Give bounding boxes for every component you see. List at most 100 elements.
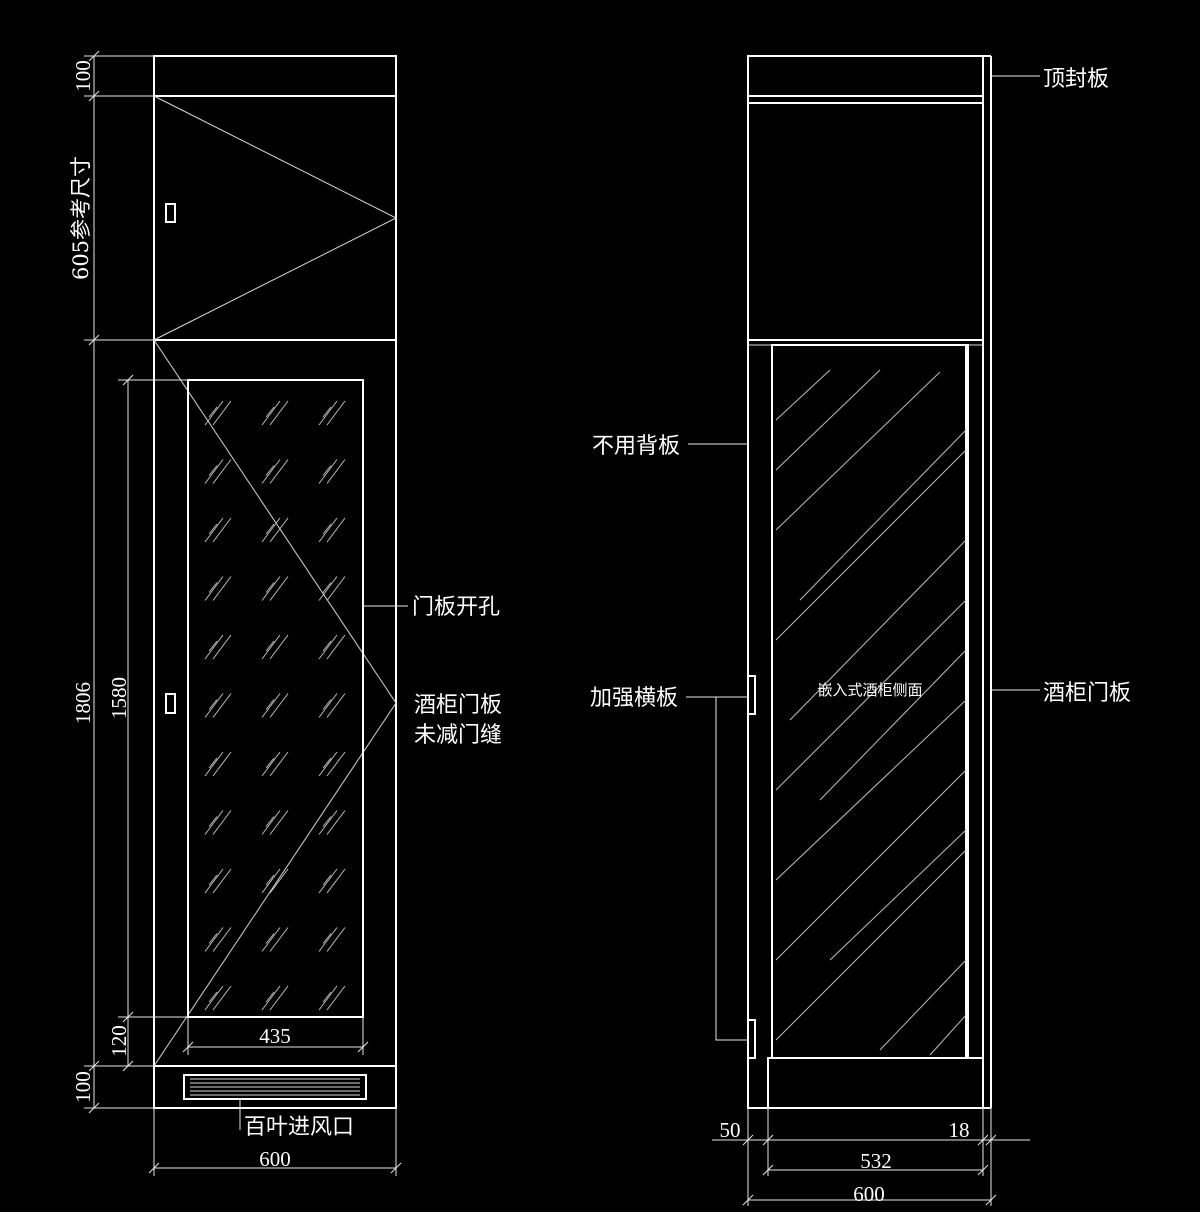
glass-hatch-mark: [269, 985, 289, 1011]
glass-hatch-mark: [261, 459, 281, 484]
side-glass-hatch-mark: [829, 829, 967, 961]
glass-hatch-mark: [265, 523, 275, 535]
side-glass-hatch: [775, 369, 967, 1056]
side-glass-hatch-mark: [775, 369, 831, 421]
dim-total-width: 600: [259, 1147, 291, 1171]
glass-hatch-mark: [326, 459, 346, 484]
label-wine-door-side: 酒柜门板: [1043, 681, 1131, 706]
side-glass-hatch-mark: [819, 649, 967, 801]
glass-hatch-mark: [204, 517, 224, 543]
glass-hatch-mark: [322, 757, 332, 769]
dim-bottom-gap: 120: [107, 1025, 131, 1057]
front-view: 100 605参考尺寸 1806 1580 120 100 435 600 门板…: [69, 50, 502, 1176]
glass-hatch-mark: [269, 693, 289, 718]
glass-hatch-mark: [326, 751, 346, 777]
glass-hatch-mark: [265, 699, 275, 710]
glass-hatch-mark: [318, 576, 338, 601]
reinforce-board-upper: [747, 675, 756, 715]
glass-hatch-mark: [261, 400, 281, 426]
glass-hatch-mark: [326, 693, 346, 718]
glass-hatch-mark: [208, 582, 218, 593]
dim-total-height: 1806: [71, 682, 95, 724]
side-glass-hatch-mark: [775, 849, 967, 1041]
label-wine-door-1: 酒柜门板: [414, 693, 502, 718]
glass-hatch-mark: [322, 406, 332, 418]
dim-inner-width: 532: [860, 1149, 892, 1173]
glass-hatch-mark: [318, 459, 338, 484]
glass-hatch-mark: [269, 517, 289, 543]
glass-hatch-mark: [204, 693, 224, 718]
side-glass-hatch-mark: [775, 369, 881, 471]
glass-hatch-mark: [322, 582, 332, 593]
glass-hatch-mark: [261, 927, 281, 952]
glass-hatch-mark: [318, 634, 338, 660]
glass-hatch-mark: [326, 985, 346, 1011]
glass-hatch-mark: [208, 406, 218, 418]
glass-hatch-mark: [208, 933, 218, 944]
front-cabinet-outline: [153, 55, 397, 1109]
glass-hatch-mark: [326, 810, 346, 835]
glass-hatch-mark: [269, 459, 289, 484]
glass-hatch-mark: [212, 400, 232, 426]
glass-hatch-mark: [208, 757, 218, 769]
dim-upper-reference: 605参考尺寸: [69, 156, 93, 280]
glass-hatch-mark: [326, 634, 346, 660]
glass-hatch-mark: [265, 640, 275, 652]
glass-hatch-mark: [261, 634, 281, 660]
glass-hatch-mark: [265, 465, 275, 476]
glass-hatch-mark: [212, 517, 232, 543]
glass-hatch-mark: [265, 874, 275, 886]
dim-door-height: 1580: [107, 677, 131, 719]
glass-hatch-mark: [212, 576, 232, 601]
upper-door-swing: [153, 95, 398, 341]
glass-hatch-mark: [204, 459, 224, 484]
glass-hatch-mark: [322, 640, 332, 652]
glass-hatch-mark: [204, 400, 224, 426]
glass-hatch-mark: [212, 693, 232, 718]
side-glass-hatch-mark: [775, 599, 967, 791]
side-view: 嵌入式酒柜侧面 顶封板 不用背板 加强横板 酒柜门板: [590, 55, 1131, 1206]
side-glass-hatch-mark: [775, 699, 967, 881]
glass-hatch-mark: [326, 868, 346, 894]
glass-hatch-mark: [204, 810, 224, 835]
glass-hatch-mark: [208, 874, 218, 886]
glass-hatch-mark: [269, 634, 289, 660]
dim-ticks-bottom: [148, 1041, 402, 1174]
glass-hatch-mark: [204, 751, 224, 777]
glass-hatch-mark: [265, 582, 275, 593]
louver-slats: [190, 1078, 360, 1096]
label-reinforce-board: 加强横板: [590, 686, 678, 711]
label-door-hole: 门板开孔: [412, 595, 500, 620]
glass-hatch-mark: [322, 523, 332, 535]
glass-hatch-mark: [269, 400, 289, 426]
side-glass-hatch-mark: [799, 429, 967, 601]
glass-hatch-mark: [212, 927, 232, 952]
glass-hatch-mark: [265, 991, 275, 1003]
glass-hatch-mark: [212, 985, 232, 1011]
dim-top-panel: 100: [71, 60, 95, 92]
reinforce-board-lower: [747, 1019, 756, 1059]
glass-hatch-mark: [318, 868, 338, 894]
label-louver: 百叶进风口: [244, 1115, 354, 1140]
glass-hatch-mark: [212, 459, 232, 484]
label-wine-door-2: 未减门缝: [414, 723, 502, 748]
glass-hatch: [204, 400, 346, 1011]
glass-hatch-mark: [326, 576, 346, 601]
glass-hatch-mark: [318, 751, 338, 777]
glass-hatch-mark: [212, 751, 232, 777]
lower-handle: [165, 693, 176, 714]
label-no-back-panel: 不用背板: [592, 434, 680, 459]
glass-hatch-mark: [265, 406, 275, 418]
glass-hatch-mark: [261, 810, 281, 835]
dim-side-total-width: 600: [853, 1182, 885, 1206]
side-dim-ticks: [742, 1134, 997, 1206]
dim-left-offset: 50: [720, 1118, 741, 1142]
glass-hatch-mark: [318, 927, 338, 952]
glass-hatch-mark: [269, 751, 289, 777]
side-glass-hatch-mark: [775, 449, 967, 641]
label-embedded-side: 嵌入式酒柜侧面: [817, 681, 922, 699]
glass-hatch-mark: [269, 868, 289, 894]
glass-hatch-mark: [261, 868, 281, 894]
side-glass-hatch-mark: [775, 769, 967, 961]
